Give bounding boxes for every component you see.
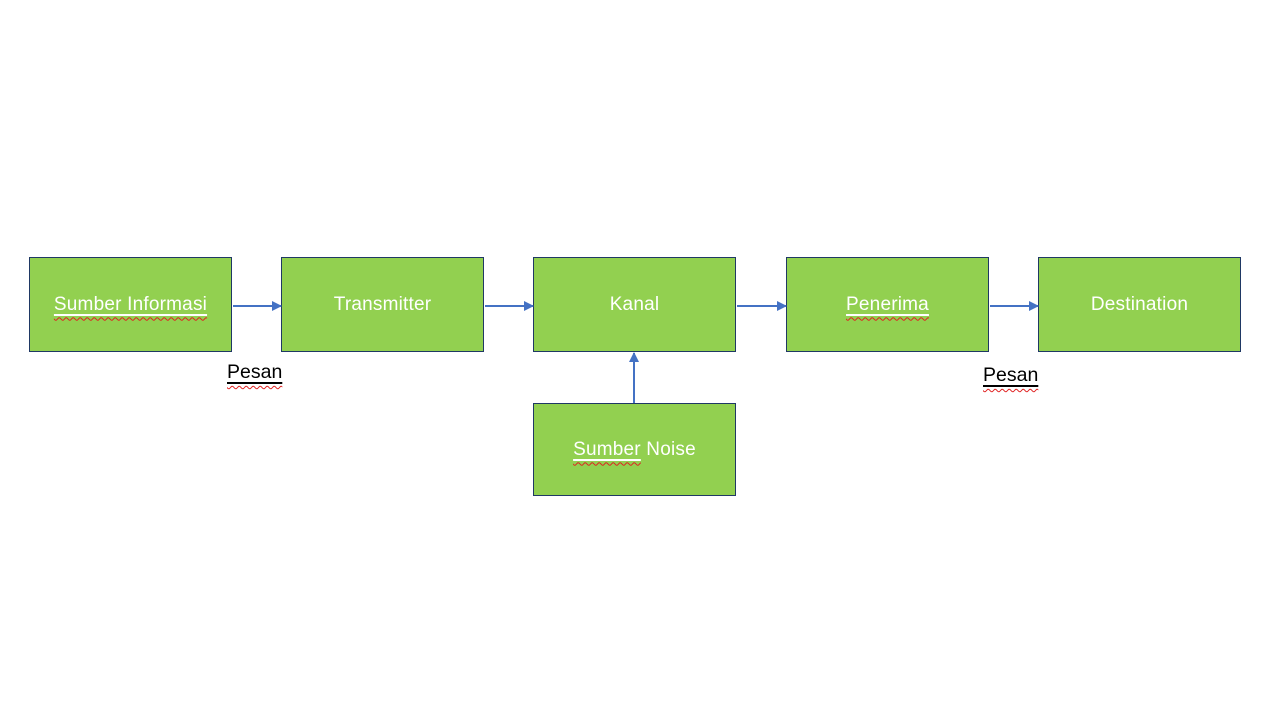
- node-label: Destination: [1090, 293, 1189, 315]
- spellcheck-squiggle: Sumber: [573, 439, 641, 461]
- node-destination: Destination: [1038, 257, 1241, 352]
- spellcheck-squiggle: Penerima: [846, 294, 929, 316]
- edge-label-pesan-right: Pesan: [983, 364, 1038, 387]
- node-transmitter: Transmitter: [281, 257, 484, 352]
- node-sumber-noise: Sumber Noise: [533, 403, 736, 496]
- node-label-plain: Noise: [640, 438, 696, 460]
- spellcheck-squiggle: Sumber Informasi: [54, 294, 207, 316]
- arrow-transmitter-to-kanal: [485, 305, 533, 307]
- edge-label-pesan-left: Pesan: [227, 361, 282, 384]
- node-kanal: Kanal: [533, 257, 736, 352]
- node-sumber-informasi: Sumber Informasi: [29, 257, 232, 352]
- node-label: Kanal: [609, 293, 660, 315]
- arrow-source-to-transmitter: [233, 305, 281, 307]
- node-label-flagged: Sumber: [573, 438, 641, 460]
- arrow-penerima-to-destination: [990, 305, 1038, 307]
- node-label: Sumber Informasi: [53, 293, 208, 315]
- node-label: Penerima: [846, 293, 929, 315]
- node-label: Transmitter: [333, 293, 432, 315]
- spellcheck-squiggle: Pesan: [983, 364, 1039, 386]
- arrow-noise-to-kanal: [633, 353, 635, 403]
- arrow-kanal-to-penerima: [737, 305, 786, 307]
- node-penerima: Penerima: [786, 257, 989, 352]
- spellcheck-squiggle: Pesan: [227, 361, 283, 383]
